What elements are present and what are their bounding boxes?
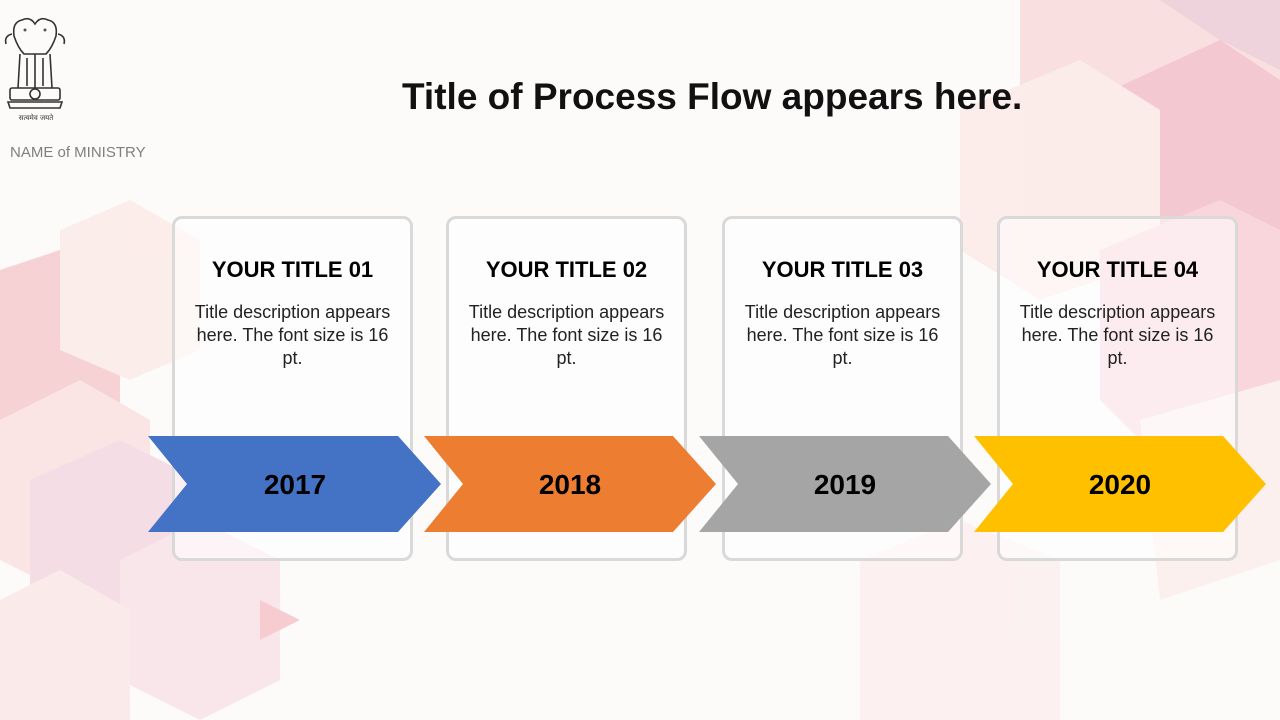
step-title: YOUR TITLE 03	[761, 257, 924, 282]
step-description: Title description appears here. The font…	[744, 302, 941, 368]
national-emblem-logo	[4, 17, 66, 109]
step-title: YOUR TITLE 01	[211, 257, 374, 282]
step-title: YOUR TITLE 04	[1036, 257, 1199, 282]
emblem-motto: सत्यमेव जयते	[18, 114, 54, 122]
page-title: Title of Process Flow appears here.	[402, 76, 1023, 117]
step-title: YOUR TITLE 02	[485, 257, 648, 282]
step-description: Title description appears here. The font…	[1019, 302, 1216, 368]
step-card-3: YOUR TITLE 03 Title description appears …	[722, 216, 963, 561]
step-card-1: YOUR TITLE 01 Title description appears …	[172, 216, 413, 561]
step-card-2: YOUR TITLE 02 Title description appears …	[446, 216, 687, 561]
step-description: Title description appears here. The font…	[468, 302, 665, 368]
step-description: Title description appears here. The font…	[194, 302, 391, 368]
step-card-4: YOUR TITLE 04 Title description appears …	[997, 216, 1238, 561]
ministry-name: NAME of MINISTRY	[10, 144, 146, 161]
